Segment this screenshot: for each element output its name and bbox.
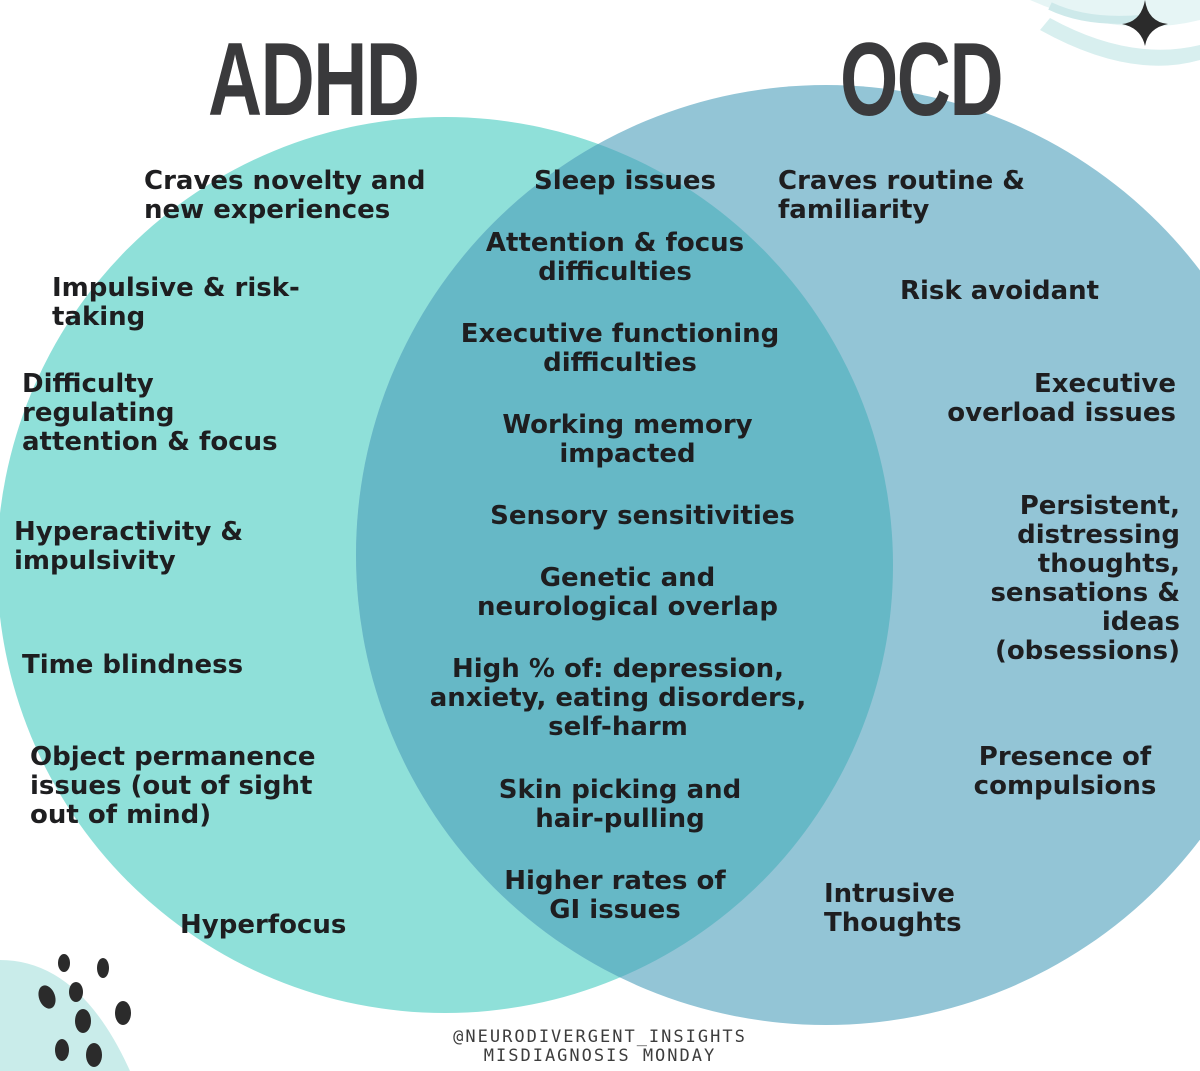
ocd-item: Risk avoidant: [900, 276, 1100, 306]
shared-item: Skin picking and hair-pulling: [498, 775, 742, 834]
footer-handle: @NEURODIVERGENT_INSIGHTS: [453, 1027, 747, 1047]
shared-item: Genetic and neurological overlap: [477, 563, 778, 622]
ocd-title: OCD: [840, 22, 1004, 138]
footer-series: MISDIAGNOSIS MONDAY: [483, 1046, 717, 1066]
shared-item: Attention & focus difficulties: [485, 228, 745, 287]
ocd-item: Persistent, distressing thoughts, sensat…: [990, 491, 1180, 666]
adhd-item: Craves novelty and new experiences: [144, 166, 426, 225]
blob-decoration: [0, 960, 130, 1071]
adhd-item: Time blindness: [22, 650, 244, 680]
brush-swirl-decoration: [1030, 0, 1200, 66]
overlap-region: [356, 117, 893, 1013]
shared-item: Higher rates of GI issues: [504, 866, 726, 925]
adhd-item: Hyperfocus: [180, 910, 347, 940]
dot-cluster-decoration: [38, 954, 131, 1067]
sparkle-icon: [1122, 0, 1168, 46]
adhd-title: ADHD: [208, 22, 420, 138]
ocd-item: Craves routine & familiarity: [778, 166, 1025, 225]
ocd-item: Presence of compulsions: [973, 742, 1157, 801]
shared-item: High % of: depression, anxiety, eating d…: [429, 654, 807, 742]
adhd-item: Object permanence issues (out of sight o…: [30, 742, 316, 830]
ocd-item: Executive overload issues: [947, 369, 1176, 428]
adhd-item: Hyperactivity & impulsivity: [14, 517, 244, 576]
shared-item: Working memory impacted: [502, 410, 753, 469]
shared-item: Executive functioning difficulties: [460, 319, 780, 378]
adhd-item: Difficulty regulating attention & focus: [22, 369, 278, 457]
shared-item: Sleep issues: [533, 166, 717, 196]
ocd-item: Intrusive Thoughts: [824, 879, 962, 938]
shared-item: Sensory sensitivities: [490, 501, 795, 531]
adhd-item: Impulsive & risk- taking: [52, 273, 300, 332]
